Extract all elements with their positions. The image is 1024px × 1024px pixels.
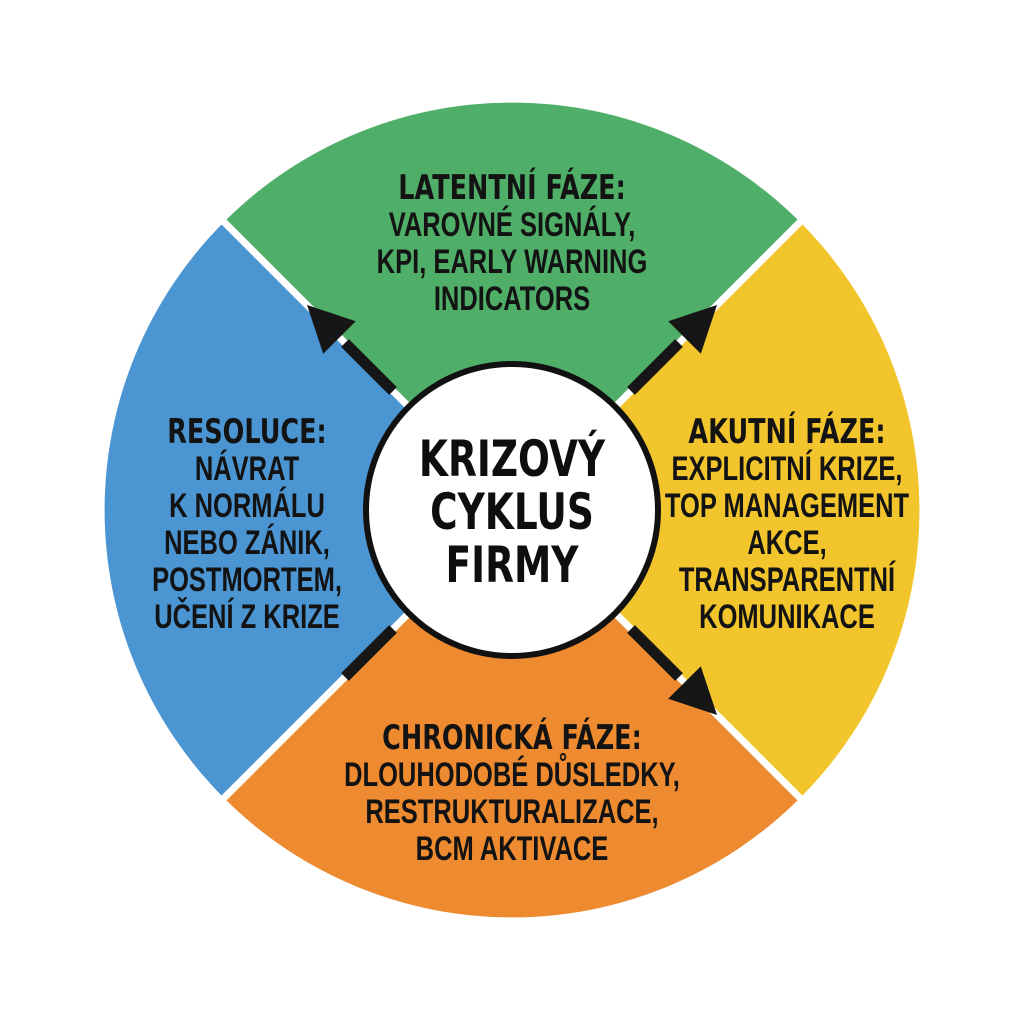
center-title: KRIZOVÝ CYKLUS FIRMY bbox=[340, 433, 685, 592]
quadrant-acute bbox=[512, 222, 920, 798]
phase-latent-line: INDICATORS bbox=[433, 280, 591, 318]
center-title-line: KRIZOVÝ bbox=[418, 430, 606, 488]
phase-latent-label: LATENTNÍ FÁZE: VAROVNÉ SIGNÁLY, KPI, EAR… bbox=[340, 170, 685, 318]
phase-latent-title: LATENTNÍ FÁZE: bbox=[398, 168, 626, 208]
phase-chronic-line: BCM AKTIVACE bbox=[415, 830, 609, 868]
phase-acute-line: KOMUNIKACE bbox=[699, 598, 875, 636]
phase-resolution-line: NEBO ZÁNIK, bbox=[164, 524, 330, 562]
quadrant-resolution bbox=[104, 222, 512, 798]
phase-chronic-title: CHRONICKÁ FÁZE: bbox=[382, 718, 642, 758]
phase-latent-line: VAROVNÉ SIGNÁLY, bbox=[388, 206, 636, 244]
phase-resolution-line: POSTMORTEM, bbox=[152, 561, 342, 599]
phase-acute-title: AKUTNÍ FÁZE: bbox=[688, 412, 886, 452]
phase-resolution-line: NÁVRAT bbox=[194, 450, 300, 488]
phase-acute-line: AKCE, bbox=[747, 524, 827, 562]
phase-chronic-label: CHRONICKÁ FÁZE: DLOUHODOBÉ DŮSLEDKY, RES… bbox=[340, 720, 685, 868]
phase-resolution-line: K NORMÁLU bbox=[169, 487, 325, 525]
phase-acute-line: EXPLICITNÍ KRIZE, bbox=[671, 450, 903, 488]
arrow-top-left-icon bbox=[307, 305, 397, 395]
phase-resolution-label: RESOLUCE: NÁVRAT K NORMÁLU NEBO ZÁNIK, P… bbox=[75, 414, 420, 636]
phase-chronic-line: RESTRUKTURALIZACE, bbox=[365, 793, 659, 831]
phase-latent-line: KPI, EARLY WARNING bbox=[376, 243, 648, 281]
phase-acute-label: AKUTNÍ FÁZE: EXPLICITNÍ KRIZE, TOP MANAG… bbox=[615, 414, 960, 636]
quadrant-chronic bbox=[224, 510, 800, 918]
center-title-line: CYKLUS bbox=[430, 483, 594, 541]
quadrant-latent bbox=[224, 102, 800, 511]
phase-chronic-line: DLOUHODOBÉ DŮSLEDKY, bbox=[344, 756, 680, 794]
phase-resolution-title: RESOLUCE: bbox=[167, 412, 327, 452]
center-title-line: FIRMY bbox=[445, 536, 579, 594]
phase-acute-line: TRANSPARENTNÍ bbox=[678, 561, 896, 599]
phase-acute-line: TOP MANAGEMENT bbox=[664, 487, 910, 525]
center-circle bbox=[363, 361, 661, 659]
arrow-top-right-icon bbox=[627, 305, 717, 395]
arrow-bottom-left-icon bbox=[307, 625, 397, 715]
phase-resolution-line: UČENÍ Z KRIZE bbox=[154, 598, 340, 636]
arrow-bottom-right-icon bbox=[627, 625, 717, 715]
